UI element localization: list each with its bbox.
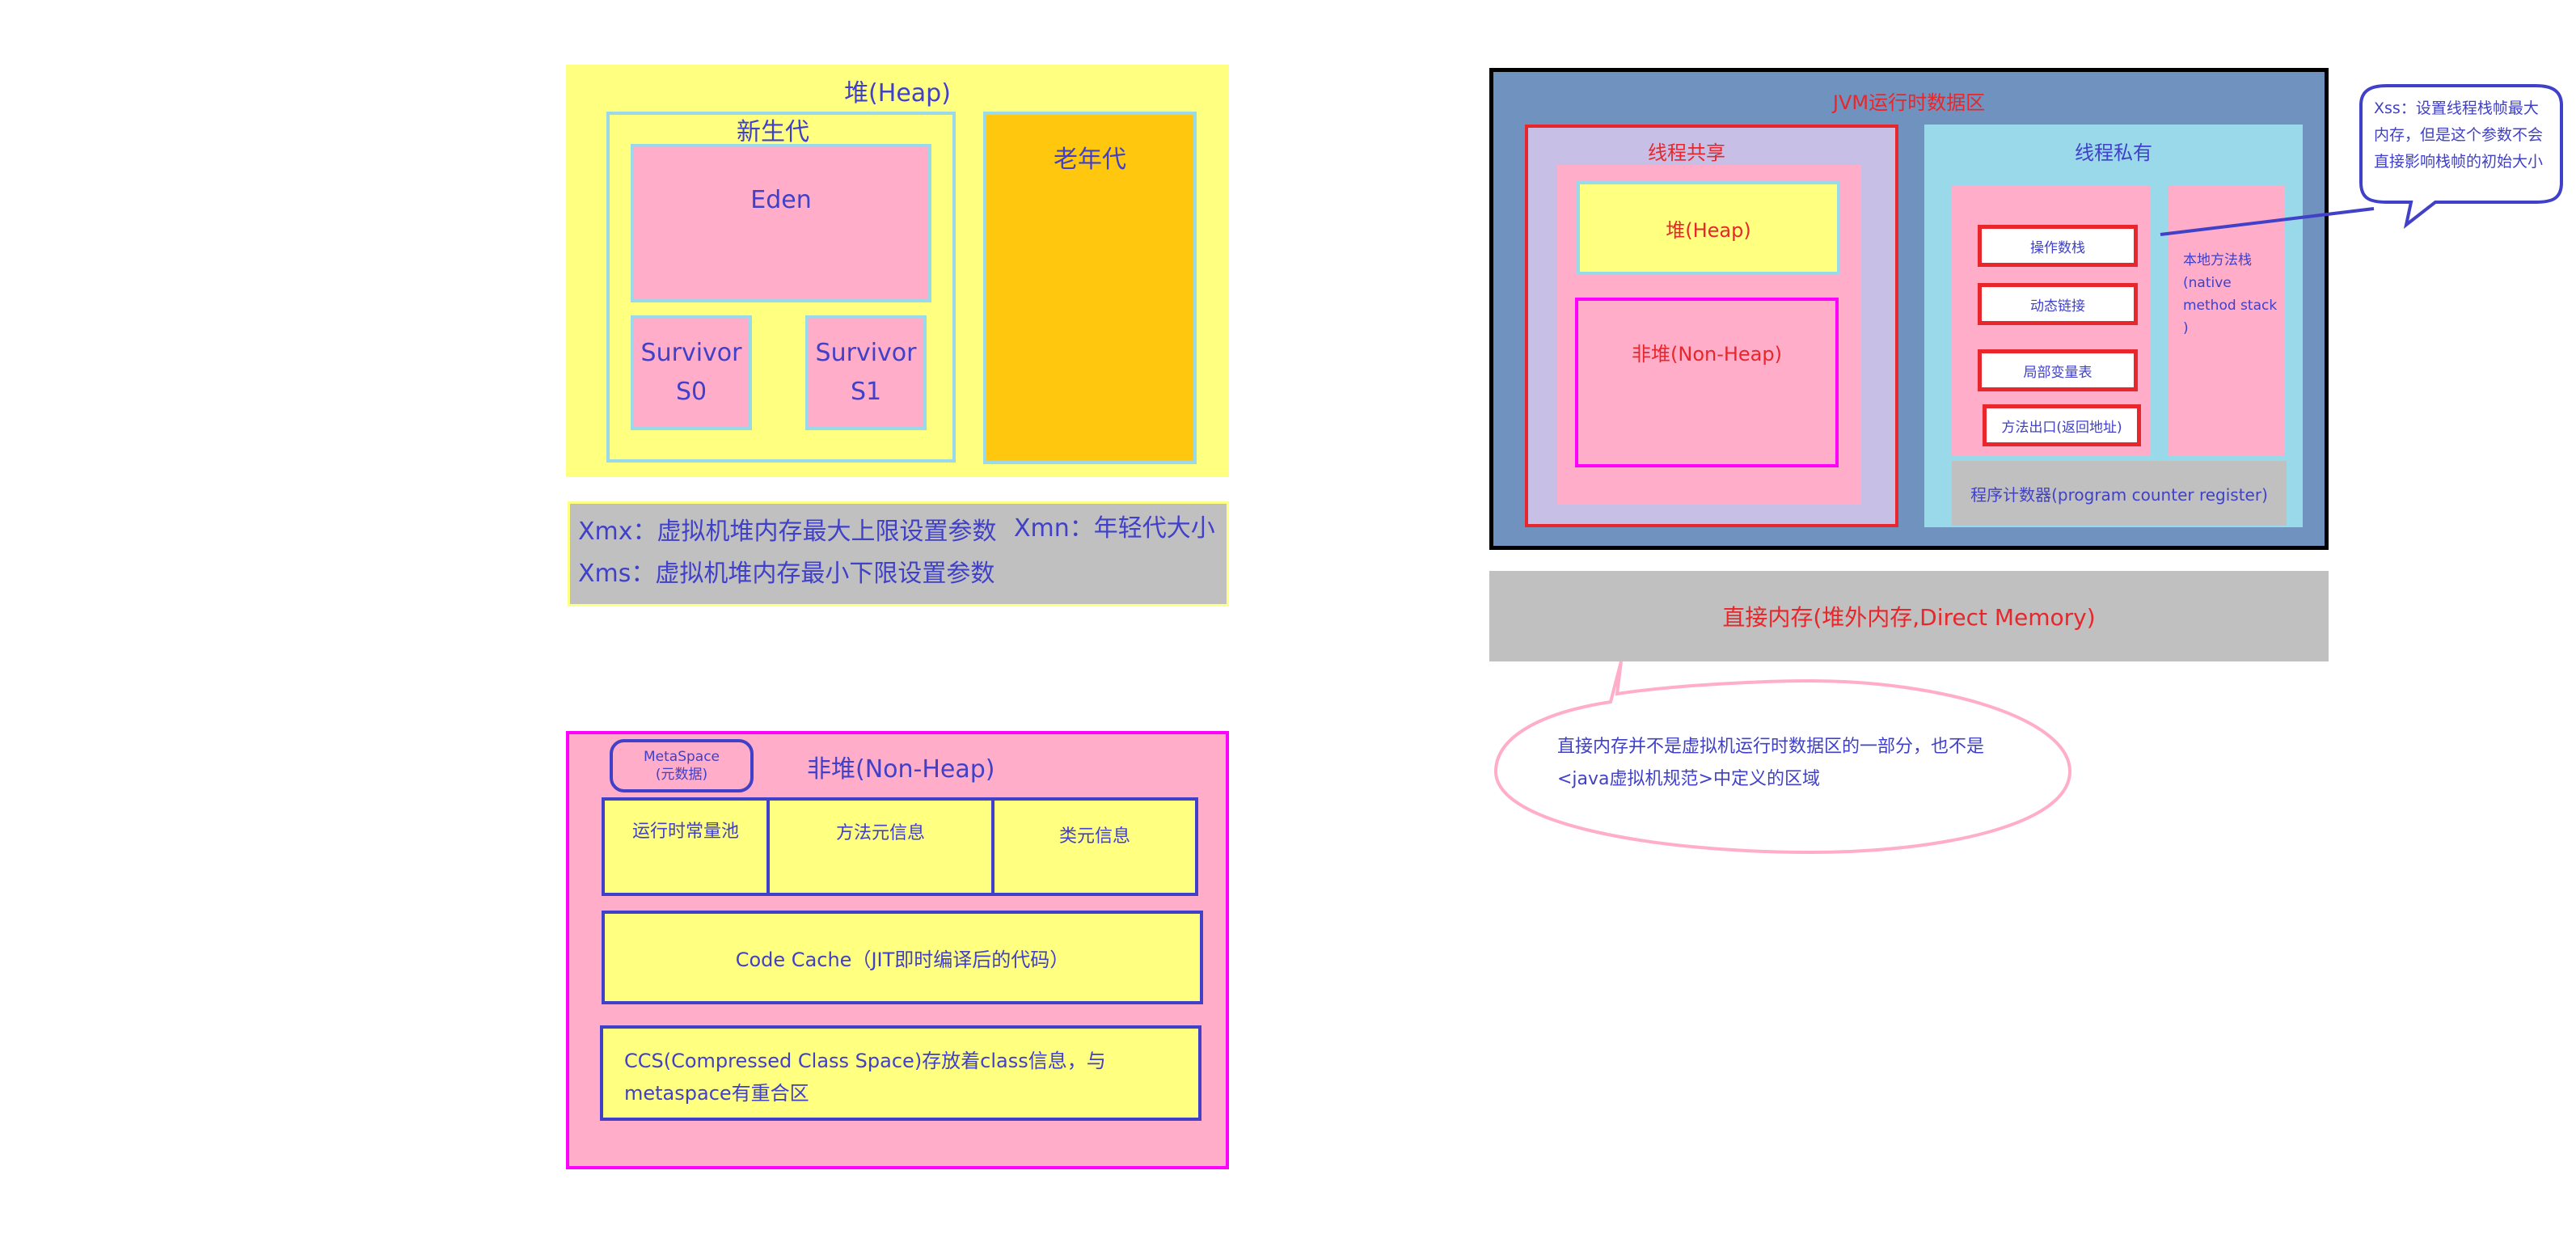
old-gen-box: 老年代 [983, 112, 1197, 464]
direct-memory-callout-bubble [1493, 661, 2072, 855]
survivor-s1-box: Survivor S1 [805, 315, 927, 430]
method-exit-box: 方法出口(返回地址) [1983, 404, 2141, 446]
ccs-box: CCS(Compressed Class Space)存放着class信息，与m… [600, 1025, 1201, 1121]
thread-private-title: 线程私有 [2075, 141, 2152, 164]
young-gen-box [606, 112, 956, 463]
runtime-constant-pool: 运行时常量池 [631, 822, 739, 842]
operand-stack-box: 操作数栈 [1978, 225, 2138, 267]
nonheap-title: 非堆(Non-Heap) [807, 755, 995, 784]
method-metadata: 方法元信息 [835, 823, 925, 843]
eden-box: Eden [631, 144, 931, 302]
xss-callout-text: Xss：设置线程栈帧最大内存，但是这个参数不会直接影响栈帧的初始大小 [2374, 99, 2544, 171]
survivor-s0-box: Survivor S0 [631, 315, 752, 430]
dynamic-link-box: 动态链接 [1978, 283, 2138, 325]
code-cache-box: Code Cache（JIT即时编译后的代码） [602, 911, 1203, 1004]
shared-heap-box: 堆(Heap) [1577, 181, 1840, 275]
meta-row [602, 797, 1198, 896]
heap-title: 堆(Heap) [844, 79, 951, 108]
metaspace-label: MetaSpace (元数据) [643, 749, 720, 783]
class-metadata: 类元信息 [1058, 826, 1130, 847]
direct-memory-callout-text: 直接内存并不是虚拟机运行时数据区的一部分，也不是<java虚拟机规范>中定义的区… [1557, 737, 1985, 789]
local-vars-box: 局部变量表 [1978, 349, 2138, 391]
xms-param: Xms：虚拟机堆内存最小下限设置参数 [578, 560, 995, 588]
meta-divider-1 [766, 797, 770, 896]
young-gen-label: 新生代 [737, 118, 809, 146]
xss-callout-bubble [2160, 84, 2563, 236]
thread-shared-title: 线程共享 [1648, 141, 1725, 164]
meta-divider-2 [991, 797, 995, 896]
native-method-stack: 本地方法栈 (native method stack ) [2168, 186, 2285, 456]
xmx-param: Xmx：虚拟机堆内存最大上限设置参数 [578, 518, 997, 546]
metaspace-badge: MetaSpace (元数据) [610, 739, 754, 792]
shared-nonheap-box: 非堆(Non-Heap) [1575, 298, 1839, 467]
jvm-title: JVM运行时数据区 [1832, 91, 1986, 114]
xmn-param: Xmn：年轻代大小 [1014, 514, 1215, 543]
params-box [568, 501, 1229, 606]
direct-memory-box: 直接内存(堆外内存,Direct Memory) [1489, 571, 2329, 661]
pc-register-box: 程序计数器(program counter register) [1952, 461, 2287, 526]
